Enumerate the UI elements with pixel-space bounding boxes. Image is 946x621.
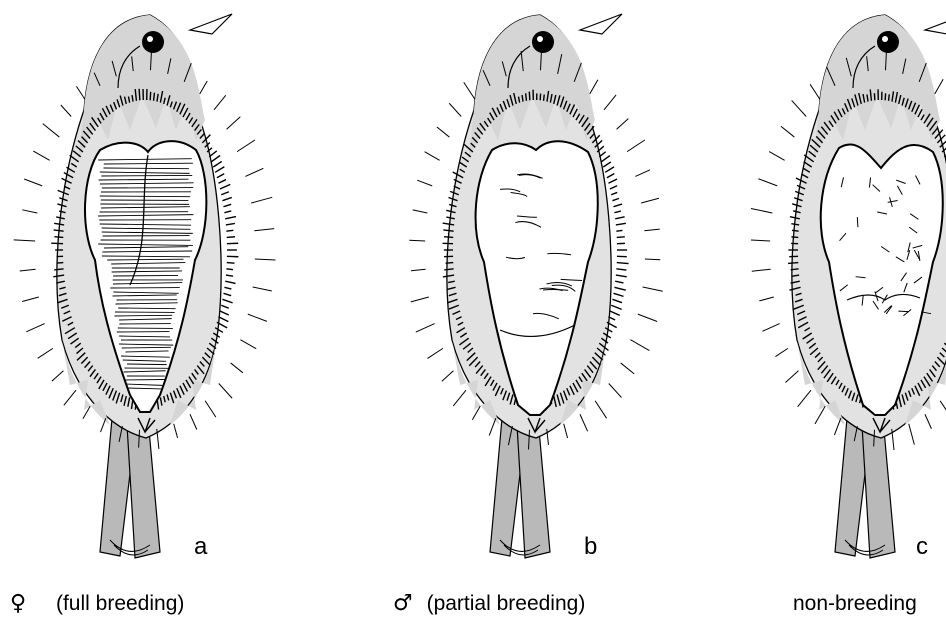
eye-highlight bbox=[537, 36, 543, 42]
eye-highlight bbox=[147, 36, 153, 42]
bird-c-non-breeding bbox=[751, 14, 946, 558]
panel-letter-c: c bbox=[916, 533, 928, 560]
beak bbox=[580, 14, 622, 34]
male-symbol-icon: ♂ bbox=[393, 591, 413, 616]
eye-icon bbox=[877, 31, 899, 53]
caption-c-text: non-breeding bbox=[793, 592, 917, 615]
beak bbox=[190, 14, 232, 34]
bird-b-partial-breeding bbox=[409, 14, 662, 558]
caption-c: non-breeding bbox=[793, 592, 917, 616]
bird-a-full-breeding bbox=[14, 14, 276, 558]
eye-icon bbox=[142, 31, 164, 53]
caption-b: ♂ (partial breeding) bbox=[393, 592, 585, 616]
female-symbol-icon: ♀ bbox=[10, 591, 26, 616]
panel-letter-b: b bbox=[584, 533, 597, 560]
eye-highlight bbox=[882, 36, 888, 42]
caption-a: ♀ (full breeding) bbox=[10, 592, 184, 616]
caption-b-text: (partial breeding) bbox=[427, 592, 586, 615]
eye-icon bbox=[532, 31, 554, 53]
beak bbox=[925, 14, 946, 34]
panel-letter-a: a bbox=[194, 533, 208, 560]
caption-a-text: (full breeding) bbox=[56, 592, 184, 615]
